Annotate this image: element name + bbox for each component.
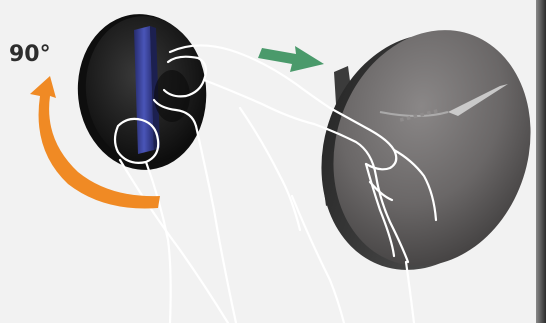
rotation-angle-label: 90°	[9, 42, 51, 67]
cover-face	[304, 4, 546, 292]
arrow-right-icon	[258, 46, 324, 72]
right-edge-strip	[536, 0, 546, 323]
cover-disc: ▪ ▪ ▪ ▪ ▪ ▪	[292, 4, 546, 296]
control-knob	[70, 8, 214, 177]
